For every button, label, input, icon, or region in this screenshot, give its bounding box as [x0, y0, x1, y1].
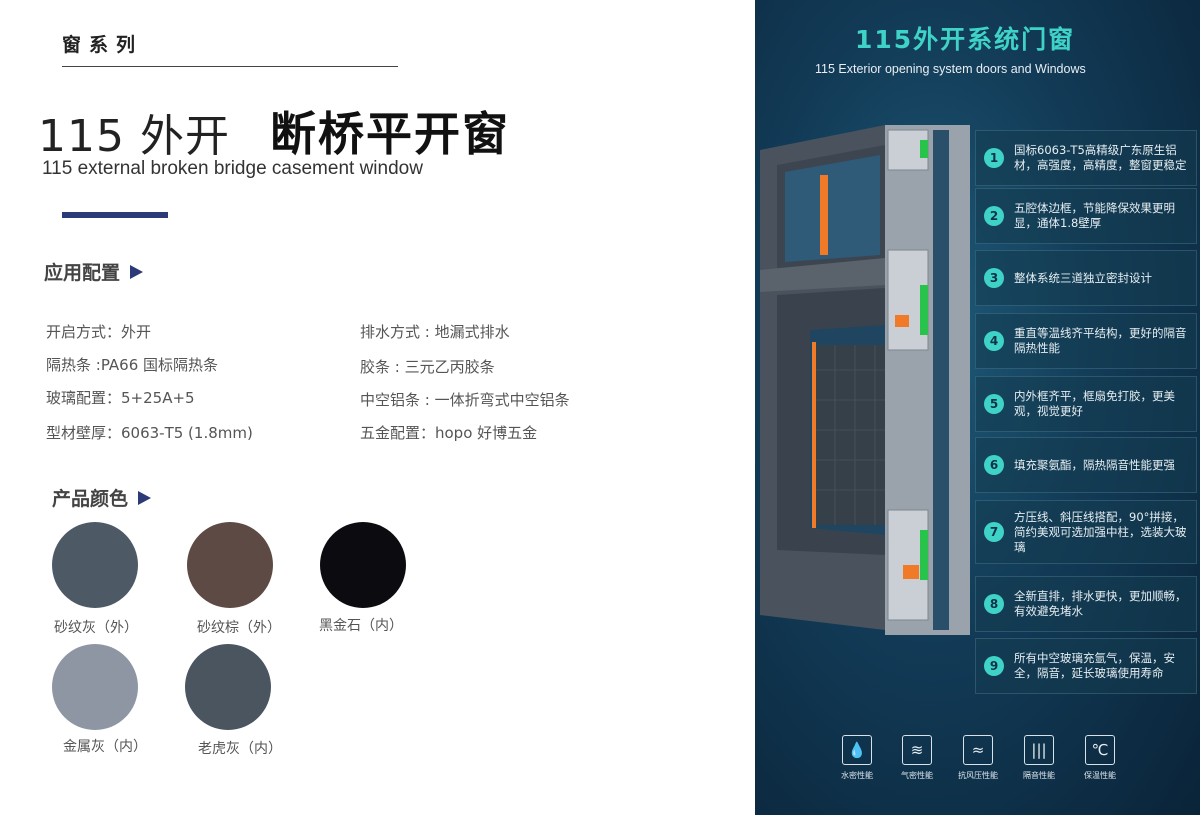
color-label-sand-grey: 砂纹灰（外） — [54, 620, 138, 636]
feature-card-8: 8 全新直排，排水更快，更加顺畅，有效避免堵水 — [975, 576, 1197, 632]
feature-text-8: 全新直排，排水更快，更加顺畅，有效避免堵水 — [1014, 589, 1187, 618]
spec-left-3: 玻璃配置：5+25A+5 — [46, 389, 195, 407]
feature-text-6: 填充聚氨酯，隔热隔音性能更强 — [1014, 457, 1175, 472]
spec-right-2: 胶条 : 三元乙丙胶条 — [360, 358, 495, 376]
feature-card-5: 5 内外框齐平，框扇免打胶，更美观，视觉更好 — [975, 376, 1197, 432]
air-tight-feature: ≋ 气密性能 — [887, 735, 947, 781]
feature-card-7: 7 方压线、斜压线搭配，90°拼接，简约美观可选加强中柱，选装大玻璃 — [975, 500, 1197, 564]
accent-bar — [62, 212, 168, 218]
sound-insulation-icon: ||| — [1024, 735, 1054, 765]
feature-text-3: 整体系统三道独立密封设计 — [1014, 270, 1152, 285]
water-tight-feature: 💧 水密性能 — [827, 735, 887, 781]
color-swatch-tiger-grey[interactable] — [185, 644, 271, 730]
main-title-product: 断桥平开窗 — [270, 107, 510, 161]
color-label-black-gold-stone: 黑金石（内） — [319, 618, 403, 634]
color-label-tiger-grey: 老虎灰（内） — [198, 741, 282, 757]
spec-right-3: 中空铝条 : 一体折弯式中空铝条 — [360, 391, 570, 409]
feature-card-1: 1 国标6063-T5高精级广东原生铝材，高强度，高精度，整窗更稳定 — [975, 130, 1197, 186]
feature-number-2: 2 — [984, 206, 1004, 226]
sound-insulation-label: 隔音性能 — [1023, 771, 1055, 780]
feature-text-4: 重直等温线齐平结构，更好的隔音隔热性能 — [1014, 326, 1187, 355]
wind-pressure-feature: ≈ 抗风压性能 — [948, 735, 1008, 781]
feature-number-1: 1 — [984, 148, 1004, 168]
feature-text-5: 内外框齐平，框扇免打胶，更美观，视觉更好 — [1014, 389, 1175, 418]
play-triangle-icon — [130, 264, 144, 279]
spec-right-1: 排水方式 : 地漏式排水 — [360, 323, 510, 341]
feature-number-5: 5 — [984, 394, 1004, 414]
feature-text-9: 所有中空玻璃充氩气，保温，安全，隔音，延长玻璃使用寿命 — [1014, 651, 1175, 680]
thermal-insulation-icon: ℃ — [1085, 735, 1115, 765]
spec-left-4: 型材壁厚：6063-T5 (1.8mm) — [46, 424, 253, 442]
feature-text-1: 国标6063-T5高精级广东原生铝材，高强度，高精度，整窗更稳定 — [1014, 143, 1187, 172]
water-tight-icon: 💧 — [842, 735, 872, 765]
water-tight-label: 水密性能 — [841, 771, 873, 780]
play-triangle-icon — [138, 490, 152, 505]
color-swatch-sand-brown[interactable] — [187, 522, 273, 608]
color-heading: 产品颜色 — [52, 484, 152, 511]
left-panel: 窗系列 115 外开 断桥平开窗 115 external broken bri… — [38, 34, 570, 757]
feature-card-6: 6 填充聚氨酯，隔热隔音性能更强 — [975, 437, 1197, 493]
feature-number-7: 7 — [984, 522, 1004, 542]
feature-text-7: 方压线、斜压线搭配，90°拼接，简约美观可选加强中柱，选装大玻璃 — [1014, 509, 1187, 554]
feature-card-4: 4 重直等温线齐平结构，更好的隔音隔热性能 — [975, 313, 1197, 369]
feature-card-2: 2 五腔体边框，节能降保效果更明显，通体1.8壁厚 — [975, 188, 1197, 244]
color-swatch-sand-grey[interactable] — [52, 522, 138, 608]
feature-number-8: 8 — [984, 594, 1004, 614]
color-label-sand-brown: 砂纹棕（外） — [197, 620, 281, 636]
color-label-metal-grey: 金属灰（内） — [63, 739, 147, 755]
spec-left-1: 开启方式：外开 — [46, 323, 152, 341]
main-title-english: 115 external broken bridge casement wind… — [42, 158, 423, 179]
feature-number-3: 3 — [984, 268, 1004, 288]
sound-insulation-feature: ||| 隔音性能 — [1009, 735, 1069, 781]
air-tight-label: 气密性能 — [901, 771, 933, 780]
main-title-number: 115 外开 — [38, 111, 230, 162]
thermal-insulation-feature: ℃ 保温性能 — [1070, 735, 1130, 781]
divider — [62, 66, 398, 67]
feature-number-6: 6 — [984, 455, 1004, 475]
thermal-insulation-label: 保温性能 — [1084, 771, 1116, 780]
wind-pressure-label: 抗风压性能 — [958, 771, 998, 780]
feature-number-9: 9 — [984, 656, 1004, 676]
air-tight-icon: ≋ — [902, 735, 932, 765]
color-heading-label: 产品颜色 — [52, 488, 129, 510]
series-title: 窗系列 — [62, 34, 144, 56]
feature-card-3: 3 整体系统三道独立密封设计 — [975, 250, 1197, 306]
right-panel: 115外开系统门窗 115 Exterior opening system do… — [755, 0, 1200, 815]
right-title: 115外开系统门窗 — [855, 25, 1076, 54]
color-swatch-black-gold-stone[interactable] — [320, 522, 406, 608]
feature-card-9: 9 所有中空玻璃充氩气，保温，安全，隔音，延长玻璃使用寿命 — [975, 638, 1197, 694]
right-subtitle: 115 Exterior opening system doors and Wi… — [815, 62, 1086, 76]
spec-left-2: 隔热条 :PA66 国标隔热条 — [46, 356, 219, 374]
feature-number-4: 4 — [984, 331, 1004, 351]
window-cross-section-image — [760, 125, 970, 635]
config-heading-label: 应用配置 — [44, 262, 121, 284]
feature-text-2: 五腔体边框，节能降保效果更明显，通体1.8壁厚 — [1014, 201, 1175, 230]
spec-right-4: 五金配置：hopo 好博五金 — [360, 424, 538, 442]
wind-pressure-icon: ≈ — [963, 735, 993, 765]
color-swatch-metal-grey[interactable] — [52, 644, 138, 730]
config-heading: 应用配置 — [44, 258, 144, 285]
